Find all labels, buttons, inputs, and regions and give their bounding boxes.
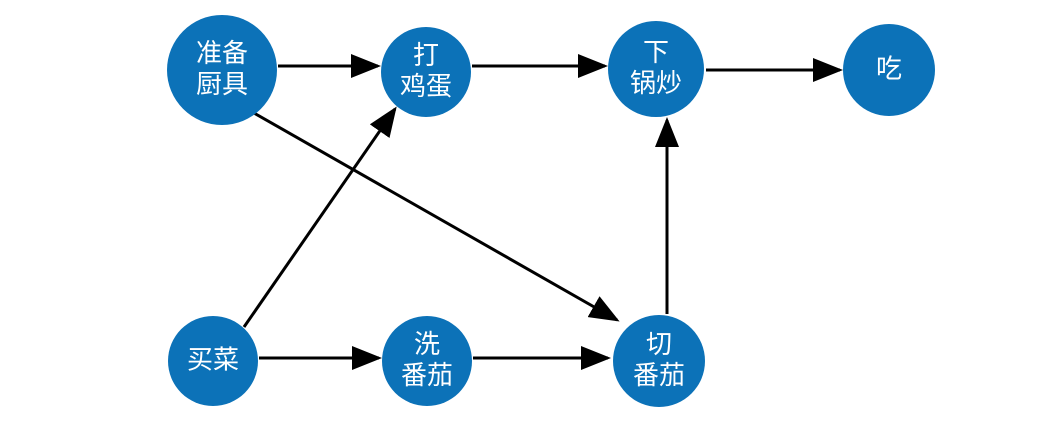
edges-layer: [242, 54, 843, 370]
node-label-beat-egg: 打: [413, 41, 439, 71]
node-circle-prepare[interactable]: [167, 15, 277, 125]
node-wash-tomato[interactable]: 洗番茄: [382, 316, 472, 406]
node-label-prepare: 准备: [196, 39, 248, 69]
node-label-buy-food: 买菜: [187, 346, 239, 376]
node-label-beat-egg: 鸡蛋: [400, 72, 452, 102]
node-circle-eat[interactable]: [843, 24, 935, 116]
edge-arrow-prepare-to-cut-tomato: [253, 111, 620, 322]
node-label-prepare: 厨具: [196, 70, 248, 100]
node-buy-food[interactable]: 买菜: [168, 316, 258, 406]
node-label-wash-tomato: 番茄: [401, 361, 453, 391]
node-circle-cut-tomato[interactable]: [613, 315, 705, 407]
node-circle-wash-tomato[interactable]: [382, 316, 472, 406]
node-label-cut-tomato: 番茄: [633, 361, 685, 391]
node-label-cut-tomato: 切: [646, 330, 672, 360]
node-cut-tomato[interactable]: 切番茄: [613, 315, 705, 407]
node-label-eat: 吃: [876, 55, 902, 85]
node-label-wash-tomato: 洗: [414, 330, 440, 360]
node-circle-stir-fry[interactable]: [608, 21, 704, 117]
node-label-stir-fry: 下: [643, 38, 669, 68]
nodes-layer: 准备厨具打鸡蛋下锅炒吃买菜洗番茄切番茄: [167, 15, 935, 407]
node-circle-beat-egg[interactable]: [381, 27, 471, 117]
node-beat-egg[interactable]: 打鸡蛋: [381, 27, 471, 117]
node-label-stir-fry: 锅炒: [630, 69, 682, 99]
node-eat[interactable]: 吃: [843, 24, 935, 116]
node-stir-fry[interactable]: 下锅炒: [608, 21, 704, 117]
node-circle-buy-food[interactable]: [168, 316, 258, 406]
edge-arrow-buy-food-to-beat-egg: [242, 106, 397, 328]
